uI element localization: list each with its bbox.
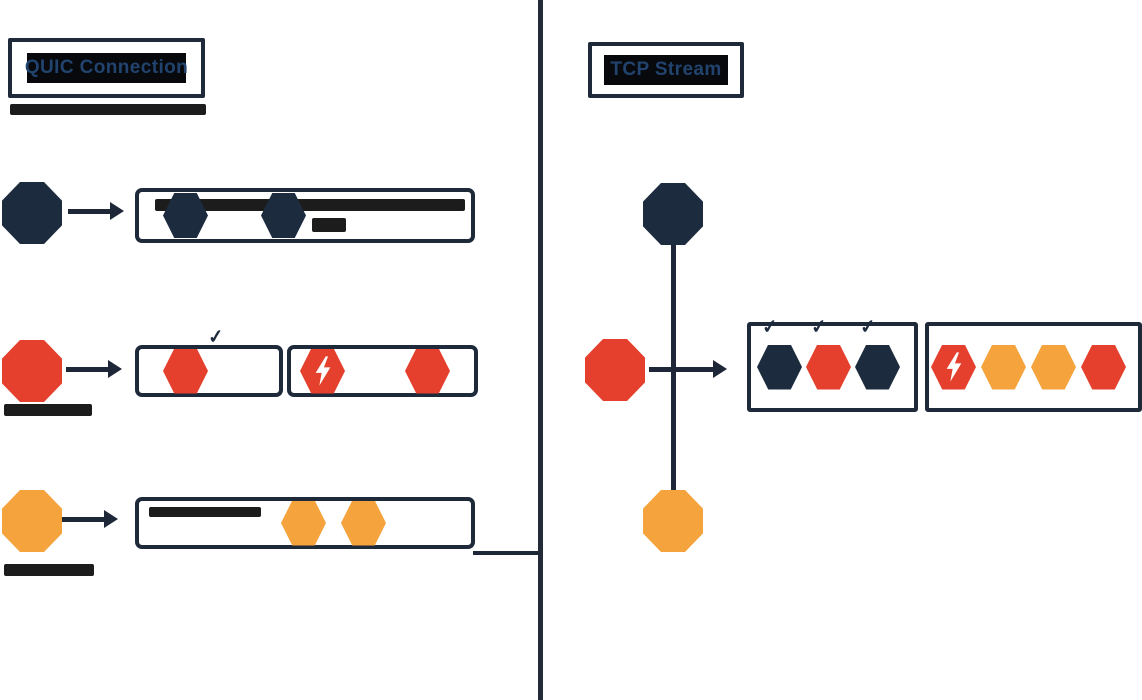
packet-hexagon [163, 348, 208, 394]
packet-hexagon [931, 344, 976, 390]
packet-hexagon [757, 344, 802, 390]
quic-stream3-source-orange [2, 490, 62, 552]
tcp-source-orange [643, 490, 703, 552]
lightning-bolt-icon [315, 356, 330, 386]
panel-divider-line [538, 0, 543, 700]
packet-red-lost [300, 348, 345, 394]
tcp-blocked-box [925, 322, 1142, 412]
stream3-to-divider-connector [473, 551, 539, 555]
packet-hexagon [261, 193, 306, 238]
quic-stream1-arrow [68, 202, 124, 220]
packet-red-lost [931, 344, 976, 390]
packet-red: ✓ [806, 316, 851, 390]
quic-stream1-source-navy [2, 182, 62, 244]
tcp-source-navy [643, 183, 703, 245]
tcp-delivered-box: ✓ ✓ ✓ [747, 316, 918, 412]
packet-navy: ✓ [855, 316, 900, 390]
checkmark-icon: ✓ [858, 315, 877, 339]
tcp-source-red [585, 339, 645, 401]
lightning-bolt-icon [946, 352, 961, 382]
packet-orange [981, 344, 1026, 390]
quic-stream3-buffer-box [135, 497, 475, 549]
packet-hexagon [405, 348, 450, 394]
quic-stream2-arrow [66, 360, 122, 378]
quic-stream2-delivered-box: ✓ [135, 326, 283, 397]
quic-connection-title: QUIC Connection [25, 53, 188, 83]
packet-navy: ✓ [757, 316, 802, 390]
packet-hexagon [163, 193, 208, 238]
illegible-text-smudge [149, 507, 261, 517]
packet-hexagon [981, 344, 1026, 390]
quic-stream3-arrow [62, 510, 118, 528]
packet-navy [261, 193, 306, 238]
checkmark-icon: ✓ [207, 325, 226, 349]
checkmark-icon: ✓ [760, 315, 779, 339]
packet-red: ✓ [163, 326, 225, 394]
packet-hexagon [806, 344, 851, 390]
tcp-multiplex-arrow [649, 360, 727, 378]
packet-hexagon [855, 344, 900, 390]
quic-stream2-blocked-box [287, 345, 478, 397]
quic-stream1-buffer-box [135, 188, 475, 243]
packet-hexagon [1081, 344, 1126, 390]
packet-hexagon [300, 348, 345, 394]
packet-hexagon [281, 500, 326, 546]
packet-orange [281, 500, 326, 546]
tcp-stream-title: TCP Stream [603, 55, 729, 85]
illegible-text-smudge [155, 199, 465, 211]
packet-orange [1031, 344, 1076, 390]
illegible-text-smudge [312, 218, 346, 232]
packet-navy [163, 193, 208, 238]
packet-red [1081, 344, 1126, 390]
packet-orange [341, 500, 386, 546]
tcp-stream-title-box: TCP Stream [588, 42, 744, 98]
quic-connection-title-box: QUIC Connection [8, 38, 205, 98]
checkmark-icon: ✓ [809, 315, 828, 339]
packet-hexagon [1031, 344, 1076, 390]
illegible-label-under-red-source [4, 404, 92, 416]
packet-hexagon [341, 500, 386, 546]
packet-red [405, 348, 450, 394]
illegible-caption-under-quic-title [10, 104, 206, 115]
illegible-label-under-orange-source [4, 564, 94, 576]
quic-stream2-source-red [2, 340, 62, 402]
